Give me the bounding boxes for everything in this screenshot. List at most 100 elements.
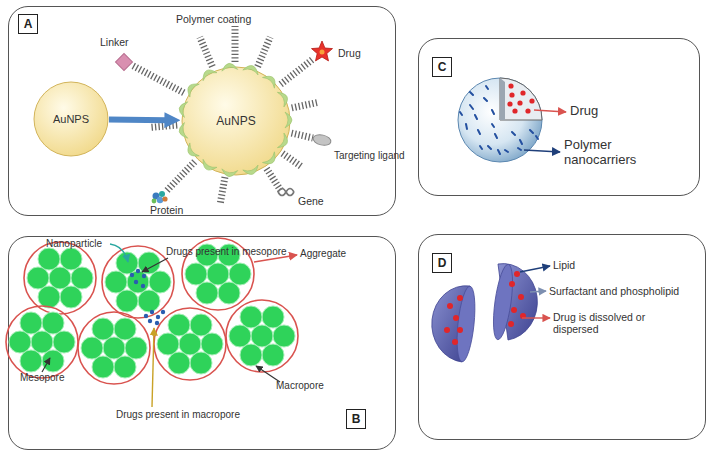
drug-dot — [509, 281, 515, 287]
drug-dot — [148, 319, 152, 323]
polymer-coating — [133, 26, 318, 203]
polymer-sphere — [458, 78, 542, 162]
drug-dots — [444, 271, 526, 345]
cutaway-wedge — [500, 78, 542, 120]
callout-label: Linker — [100, 36, 129, 48]
coating-chain — [292, 103, 317, 108]
protein-blob — [157, 197, 163, 203]
callout-label: Polymer nanocarriers — [564, 138, 659, 168]
aggregate — [6, 306, 78, 378]
callout-label: Drugs present in mesopore — [166, 246, 287, 258]
coating-chain — [149, 125, 177, 127]
leader-arrow — [522, 317, 550, 318]
particle-label: AuNPS — [53, 113, 89, 125]
surface-crescent — [221, 62, 238, 71]
particle-label: AuNPS — [216, 114, 255, 128]
process-arrow — [109, 116, 166, 123]
drug-dot — [130, 273, 134, 277]
callout-label: Surfactant and phospholipid — [549, 285, 679, 297]
nanoparticle-circle: AuNPS — [181, 66, 291, 176]
coating-chain — [133, 66, 184, 93]
helix-strand — [278, 189, 294, 196]
coating-chain — [267, 169, 281, 191]
callout-label: Gene — [298, 195, 324, 207]
panel-letter: B — [346, 409, 366, 429]
callout-label: Polymer coating — [176, 13, 251, 25]
drug-dot — [155, 321, 159, 325]
aggregate — [24, 242, 96, 314]
aggregate — [226, 300, 298, 372]
drug-dot — [156, 315, 160, 319]
drug-dot — [444, 327, 450, 333]
lipid-shell — [498, 264, 537, 340]
coating-chain — [258, 37, 271, 66]
drug-star — [312, 41, 333, 61]
drug-dot — [512, 108, 517, 113]
leader-arrow — [42, 358, 50, 372]
surface-crescent — [243, 63, 260, 75]
drug-dot — [508, 83, 513, 88]
drug-dot — [520, 90, 525, 95]
aggregate — [102, 246, 174, 318]
leader-arrow — [530, 291, 546, 292]
leader-arrow — [520, 266, 550, 272]
callout-label: Lipid — [553, 259, 575, 271]
drug-dot — [514, 271, 520, 277]
drug-dot — [520, 313, 526, 319]
surface-crescent — [263, 72, 280, 88]
panel-frame: C — [418, 38, 700, 196]
coating-chain — [166, 162, 195, 192]
drug-dot — [517, 100, 522, 105]
drug-dot — [144, 314, 148, 318]
callout-label: Mesopore — [20, 372, 64, 384]
drug-dot — [518, 294, 524, 300]
drug-dot — [509, 92, 514, 97]
protein-blob — [159, 191, 165, 197]
surface-crescent — [263, 152, 280, 168]
coating-chain — [200, 37, 213, 66]
surface-crescent — [200, 159, 217, 173]
drug-dot — [457, 327, 463, 333]
drug-dot — [525, 108, 530, 113]
panel-letter: A — [18, 14, 38, 34]
aggregate — [78, 312, 150, 384]
surface-crescent — [285, 112, 292, 128]
gold-nanoparticle — [34, 82, 108, 156]
surface-crescent — [277, 90, 290, 107]
drug-dot — [134, 280, 138, 284]
leader-arrow — [524, 150, 560, 152]
coating-chain — [283, 153, 303, 167]
leader-arrow — [534, 110, 566, 112]
coating-chain — [292, 133, 313, 138]
panel-letter: C — [432, 57, 452, 77]
drug-star-core — [320, 50, 325, 55]
callout-label: Targeting ligand — [334, 150, 405, 162]
callout-label: Drug — [338, 47, 361, 59]
drug-dot — [457, 295, 463, 301]
coating-chain — [220, 177, 225, 203]
lipid-shell — [432, 286, 470, 362]
protein-blob — [152, 199, 157, 204]
leader-arrow — [152, 328, 154, 407]
callout-label: Protein — [150, 204, 183, 216]
surface-crescent — [221, 169, 238, 178]
coating-chain — [232, 26, 239, 62]
drug-dots — [507, 83, 534, 113]
targeting-ligand — [312, 133, 332, 147]
callout-label: Drug is dissolved or dispersed — [553, 311, 653, 335]
callout-label: Macropore — [276, 380, 324, 392]
leader-arrow — [110, 244, 128, 262]
drug-dot — [529, 98, 534, 103]
callout-label: Drugs present in macropore — [116, 409, 240, 421]
drug-dot — [511, 307, 517, 313]
callout-label: Drug — [570, 104, 598, 119]
panel-frame: B — [8, 236, 396, 450]
drug-dot — [161, 310, 165, 314]
surface-crescent — [184, 143, 199, 160]
leader-arrow — [254, 255, 297, 262]
cutaway-wall — [500, 78, 505, 120]
